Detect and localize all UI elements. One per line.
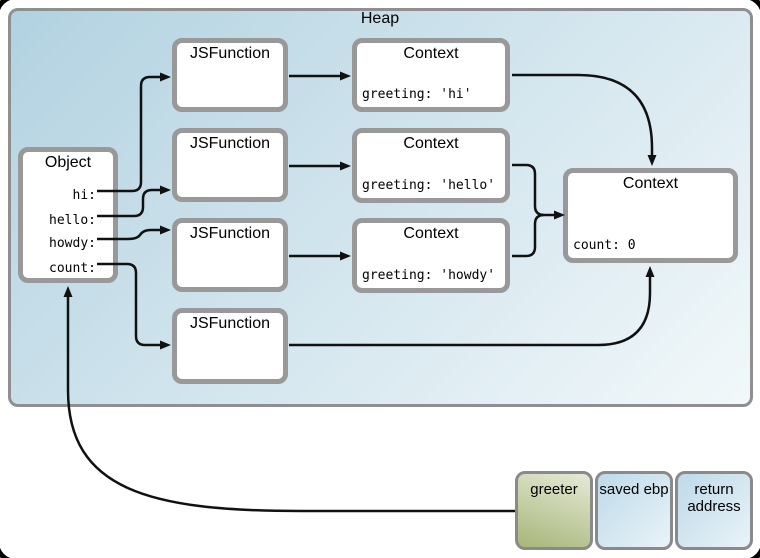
context-box-hi: Context greeting: 'hi'	[352, 38, 510, 112]
context-title: Context	[403, 135, 459, 152]
context-title: Context	[403, 225, 459, 242]
object-field-count: count:	[49, 261, 96, 276]
object-field-hello: hello:	[49, 213, 96, 228]
shared-context-box: Context count: 0	[563, 168, 738, 263]
heap-label: Heap	[360, 10, 400, 27]
jsfunction-title: JSFunction	[189, 315, 271, 332]
context-body: greeting: 'hi'	[362, 87, 472, 102]
jsfunction-box-2: JSFunction	[172, 128, 288, 202]
object-field-hi: hi:	[72, 188, 96, 203]
context-box-howdy: Context greeting: 'howdy'	[352, 218, 510, 293]
jsfunction-box-3: JSFunction	[172, 218, 288, 292]
jsfunction-box-1: JSFunction	[172, 38, 288, 112]
context-body: count: 0	[573, 238, 636, 253]
jsfunction-title: JSFunction	[189, 135, 271, 152]
context-body: greeting: 'hello'	[362, 178, 496, 193]
context-title: Context	[622, 175, 679, 192]
stack-frame-greeter: greeter	[515, 471, 593, 550]
context-title: Context	[403, 45, 459, 62]
object-box: Object hi: hello: howdy: count:	[18, 147, 118, 283]
context-box-hello: Context greeting: 'hello'	[352, 128, 510, 203]
jsfunction-box-4: JSFunction	[172, 308, 288, 384]
stack-frame-saved-ebp: saved ebp	[595, 471, 673, 550]
jsfunction-title: JSFunction	[189, 225, 271, 242]
object-title: Object	[44, 154, 92, 171]
stack-frame-return-address: return address	[675, 471, 753, 550]
jsfunction-title: JSFunction	[189, 45, 271, 62]
object-field-howdy: howdy:	[49, 236, 96, 251]
context-body: greeting: 'howdy'	[362, 268, 496, 283]
